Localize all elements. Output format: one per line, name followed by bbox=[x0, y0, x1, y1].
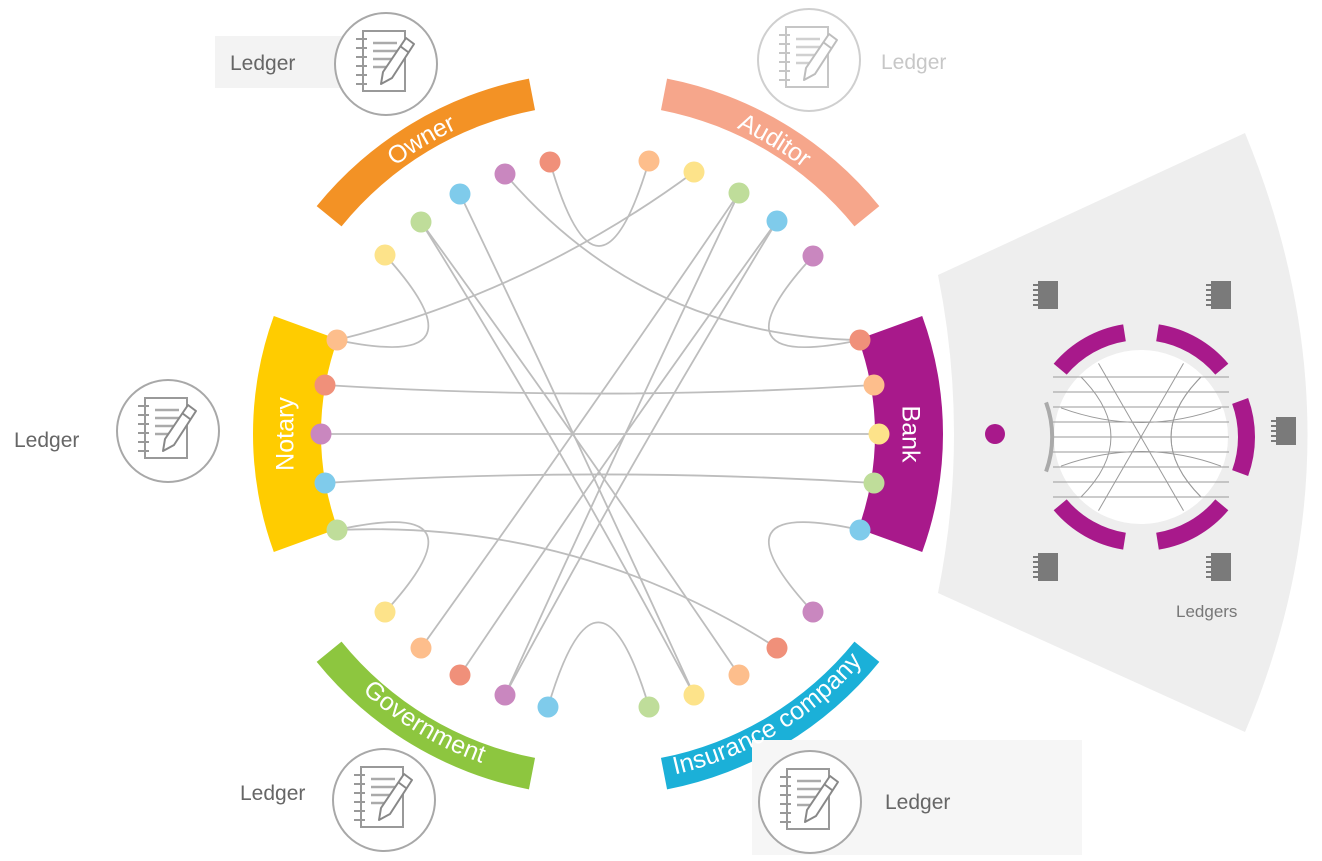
node-dot bbox=[539, 151, 561, 173]
connection-line bbox=[504, 220, 778, 696]
ledger-notebook-icon bbox=[332, 748, 436, 852]
ledger-auditor-label: Ledger bbox=[881, 51, 946, 74]
ledger-notebook-icon bbox=[116, 379, 220, 483]
connection-line bbox=[336, 171, 695, 341]
node-dot bbox=[374, 244, 396, 266]
segment-government bbox=[316, 641, 536, 790]
mini-connection bbox=[1098, 363, 1184, 511]
node-dot bbox=[374, 601, 396, 623]
mini-segment bbox=[1156, 324, 1229, 375]
connection-line bbox=[547, 621, 650, 708]
node-dot bbox=[766, 210, 788, 232]
mini-connection bbox=[1080, 376, 1112, 498]
mini-ledger-icon bbox=[1033, 281, 1058, 309]
node-dot bbox=[638, 150, 660, 172]
label-backdrop bbox=[215, 36, 350, 88]
node-dot bbox=[494, 684, 516, 706]
mini-segment bbox=[1232, 398, 1256, 476]
connection-line bbox=[504, 173, 861, 341]
connection-line bbox=[336, 254, 430, 348]
segment-insurance bbox=[660, 641, 880, 790]
node-dot bbox=[849, 329, 871, 351]
ledger-owner: Ledger bbox=[215, 12, 438, 116]
connection-line bbox=[504, 192, 740, 696]
connection-line bbox=[420, 192, 740, 649]
connection-line bbox=[336, 521, 430, 613]
ledger-government-label: Ledger bbox=[240, 782, 305, 805]
connection-line bbox=[420, 221, 740, 676]
zoom-panel: Ledgers bbox=[938, 133, 1308, 732]
zoom-ledgers-label: Ledgers bbox=[1176, 602, 1237, 621]
node-dot bbox=[310, 423, 332, 445]
mini-segment bbox=[1156, 499, 1229, 550]
connection-line bbox=[336, 528, 778, 649]
new-participant-dot bbox=[985, 424, 1005, 444]
mini-network bbox=[985, 281, 1296, 581]
connection-line bbox=[768, 255, 861, 348]
mini-ledger-icon bbox=[1206, 281, 1231, 309]
node-dot bbox=[449, 183, 471, 205]
connection-line bbox=[324, 384, 875, 395]
node-dot bbox=[314, 374, 336, 396]
segment-auditor bbox=[660, 78, 880, 227]
ledger-notebook-icon bbox=[757, 8, 861, 112]
ledger-notebook-icon bbox=[334, 12, 438, 116]
ledger-owner-label: Ledger bbox=[230, 52, 295, 75]
mini-open-segment bbox=[1044, 401, 1055, 473]
mini-ledger-icon bbox=[1206, 553, 1231, 581]
node-dot bbox=[802, 245, 824, 267]
node-dot bbox=[537, 696, 559, 718]
connection-nodes bbox=[310, 150, 890, 718]
connection-line bbox=[549, 160, 650, 247]
node-dot bbox=[326, 519, 348, 541]
node-dot bbox=[683, 684, 705, 706]
segment-bank bbox=[858, 316, 944, 552]
connection-line bbox=[324, 473, 875, 484]
mini-segment bbox=[1053, 324, 1126, 375]
ledger-auditor: Ledger bbox=[757, 8, 946, 112]
node-dot bbox=[802, 601, 824, 623]
segment-notary bbox=[253, 316, 338, 552]
mini-segment bbox=[1053, 499, 1126, 550]
node-dot bbox=[410, 637, 432, 659]
node-dot bbox=[849, 519, 871, 541]
mini-connection bbox=[1060, 407, 1222, 423]
node-dot bbox=[728, 182, 750, 204]
node-dot bbox=[868, 423, 890, 445]
node-dot bbox=[638, 696, 660, 718]
label-notary: Notary bbox=[272, 397, 300, 471]
ledger-government: Ledger bbox=[240, 748, 436, 852]
mini-connection bbox=[1170, 376, 1202, 498]
ledger-notary-label: Ledger bbox=[14, 429, 79, 452]
ledger-notary: Ledger bbox=[14, 379, 220, 483]
ledger-insurance: Ledger bbox=[752, 740, 1082, 855]
label-bank: Bank bbox=[896, 406, 924, 463]
node-dot bbox=[766, 637, 788, 659]
node-dot bbox=[683, 161, 705, 183]
connection-lines bbox=[321, 160, 879, 708]
node-dot bbox=[863, 374, 885, 396]
ledger-insurance-label: Ledger bbox=[885, 791, 950, 814]
participant-ring bbox=[253, 78, 944, 790]
node-dot bbox=[326, 329, 348, 351]
ledger-notebook-icon bbox=[758, 750, 862, 854]
node-dot bbox=[728, 664, 750, 686]
node-dot bbox=[863, 472, 885, 494]
connection-line bbox=[459, 193, 695, 696]
connection-line bbox=[459, 220, 778, 676]
segment-owner bbox=[316, 78, 536, 227]
mini-ledger-icon bbox=[1271, 417, 1296, 445]
connection-line bbox=[768, 521, 861, 613]
node-dot bbox=[410, 211, 432, 233]
connection-line bbox=[420, 221, 695, 696]
node-dot bbox=[494, 163, 516, 185]
mini-connection bbox=[1060, 451, 1222, 467]
node-dot bbox=[314, 472, 336, 494]
node-dot bbox=[449, 664, 471, 686]
mini-ledger-icon bbox=[1033, 553, 1058, 581]
